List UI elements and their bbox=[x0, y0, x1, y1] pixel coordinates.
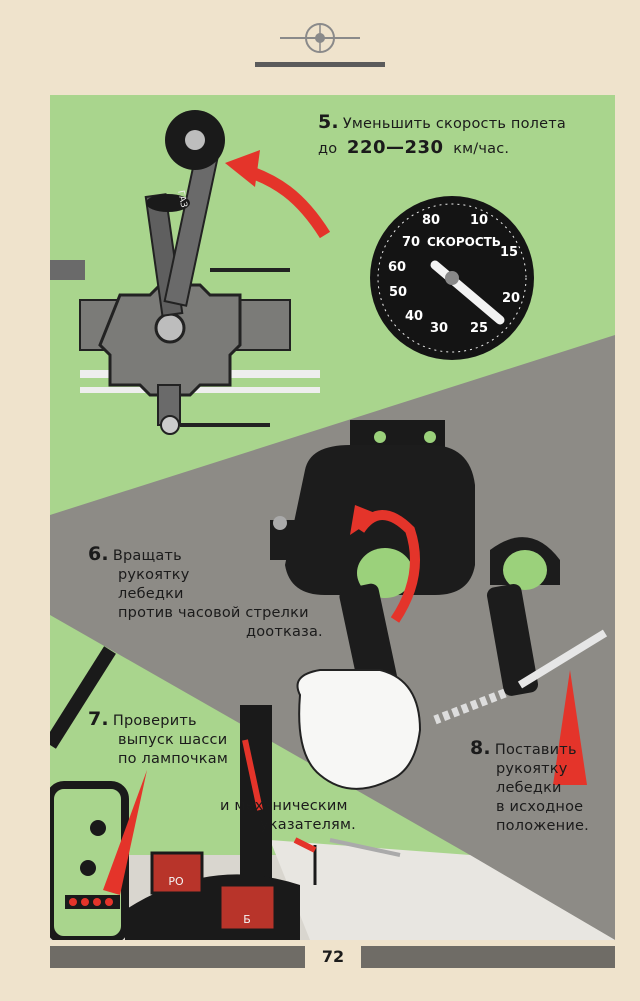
step-6-text: 6.Вращать рукоятку лебедки против часово… bbox=[88, 545, 323, 642]
step-5-text: 5.Уменьшить скорость полета до 220—230 к… bbox=[318, 113, 566, 159]
page-number: 72 bbox=[305, 946, 361, 968]
gauge-number: 20 bbox=[502, 291, 521, 306]
step-line: против часовой стрелки bbox=[118, 605, 309, 621]
speed-unit: км/час. bbox=[453, 141, 510, 157]
step-number: 6. bbox=[88, 543, 109, 565]
gauge-number: 50 bbox=[389, 285, 408, 300]
step-line: лебедки bbox=[496, 780, 562, 796]
gauge-number: 40 bbox=[405, 309, 424, 324]
speed-range: 220—230 bbox=[346, 137, 444, 158]
speed-gauge bbox=[370, 196, 534, 360]
cockpit-illustration: РО Б bbox=[50, 646, 401, 940]
illustration-plate: ГАЗ bbox=[50, 95, 615, 940]
lever-label: ГАЗ bbox=[175, 190, 188, 209]
step-line: рукоятку bbox=[118, 567, 190, 583]
step-line: выпуск шасси bbox=[118, 732, 228, 748]
red-arrow-icon bbox=[103, 770, 147, 895]
button-label-ro: РО bbox=[168, 875, 184, 888]
step-line: Проверить bbox=[112, 713, 197, 729]
illustration-scene: ГАЗ bbox=[50, 95, 615, 940]
gauge-number: 10 bbox=[470, 213, 489, 228]
gauge-number: 80 bbox=[422, 213, 441, 228]
gauge-number: 60 bbox=[388, 260, 407, 275]
throttle-lever-illustration: ГАЗ bbox=[50, 110, 320, 435]
step-number: 7. bbox=[88, 708, 109, 730]
step-7-text: 7.Проверить выпуск шасси по лампочкам bbox=[88, 710, 228, 769]
gauge-number: 15 bbox=[500, 245, 519, 260]
step-7-text-continued: и механическим указателям. bbox=[220, 797, 356, 835]
aircraft-emblem-icon bbox=[255, 23, 385, 67]
step-line: Поставить bbox=[494, 742, 577, 758]
step-8-text: 8.Поставить рукоятку лебедки в исходное … bbox=[470, 739, 589, 836]
step-number: 8. bbox=[470, 737, 491, 759]
step-line: Вращать bbox=[112, 548, 182, 564]
step-line: Уменьшить скорость полета bbox=[342, 116, 566, 132]
step-line: и механическим bbox=[220, 798, 348, 814]
step-line: лебедки bbox=[118, 586, 184, 602]
step-line: указателям. bbox=[260, 817, 356, 833]
button-label-b: Б bbox=[243, 913, 251, 926]
step-line: доотказа. bbox=[246, 624, 323, 640]
gauge-number: 25 bbox=[470, 321, 489, 336]
step-number: 5. bbox=[318, 111, 339, 133]
gauge-number: 30 bbox=[430, 321, 449, 336]
hand-illustration bbox=[296, 669, 422, 790]
gauge-label: СКОРОСТЬ bbox=[427, 235, 501, 249]
step-line: по лампочкам bbox=[118, 751, 228, 767]
red-arrow-icon bbox=[553, 670, 587, 785]
step-line: в исходное bbox=[496, 799, 584, 815]
step-line: положение. bbox=[496, 818, 589, 834]
step-line: до bbox=[318, 141, 338, 157]
step-line: рукоятку bbox=[496, 761, 568, 777]
gauge-number: 70 bbox=[402, 235, 421, 250]
